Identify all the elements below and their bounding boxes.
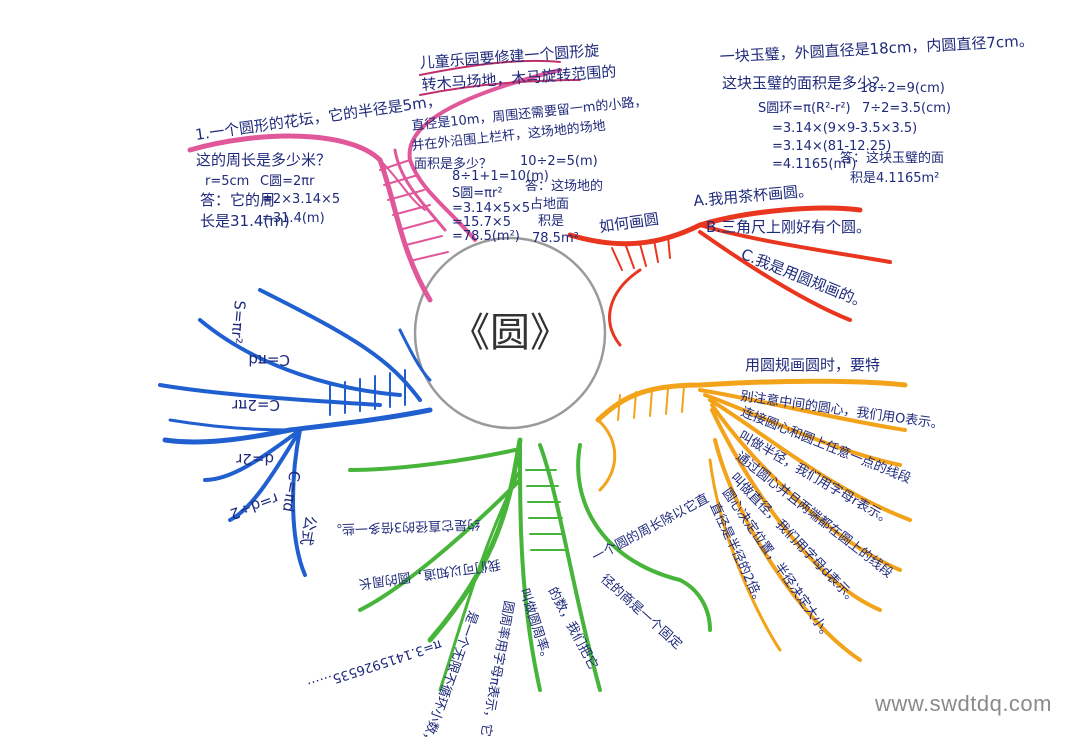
pink-text: 8÷1+1=10(m) <box>452 169 549 184</box>
red-text: B.三角尺上刚好有个圆。 <box>706 218 871 236</box>
center-title: 《圆》 <box>450 310 570 356</box>
pink-text: C圆=2πr <box>260 174 315 189</box>
pink-text: 面积是多少？ <box>414 156 492 172</box>
pink-text: =3.14×5×5 <box>452 201 530 216</box>
blue-branch-texts: S=πr² C=πd C=2πr d=2r r=d÷2 C=πd 公式 <box>227 300 320 547</box>
orange-text: 用圆规画圆时，要特 <box>745 356 880 374</box>
green-text: 径的商是一个固定 <box>597 571 685 652</box>
red-text: 一块玉璧，外圆直径是18cm，内圆直径7cm。 <box>719 32 1034 66</box>
green-text: 圆周率用字母π表示，它 <box>477 599 517 738</box>
green-text: 一个圆的周长除以它直 <box>589 490 711 565</box>
pink-text: =31.4(m) <box>262 211 325 226</box>
pink-text: 答：它的周 <box>200 191 275 209</box>
blue-branch <box>158 288 433 577</box>
pink-text: 这的周长是多少米？ <box>196 151 331 169</box>
green-text: 是一个无限不循环小数， <box>417 609 480 747</box>
orange-branch-texts: 用圆规画圆时，要特 别注意中间的圆心，我们用O表示。 连接圆心和圆上任意一点的线… <box>706 356 945 643</box>
pink-text: =2×3.14×5 <box>262 192 340 207</box>
blue-text: C=2πr <box>231 396 280 414</box>
pink-branch <box>187 59 581 303</box>
blue-text: r=d÷2 <box>227 489 280 523</box>
pink-text: 10÷2=5(m) <box>520 154 598 169</box>
blue-text: d=2r <box>235 450 274 468</box>
pink-text: S圆=πr² <box>452 186 503 201</box>
green-text: π=3.1415926535…… <box>306 636 444 693</box>
pink-text: r=5cm <box>205 174 249 189</box>
red-text: 18÷2=9(cm) <box>860 81 945 96</box>
red-text: S圆环=π(R²-r²) <box>758 101 851 116</box>
red-text: =4.1165(m²) <box>772 157 856 172</box>
red-text: 答：这块玉璧的面 <box>840 150 944 166</box>
green-branch-texts: 一个圆的周长除以它直 径的商是一个固定 的数，我们把它 叫做圆周率。 圆周率用字… <box>306 490 712 747</box>
blue-text: C=πd <box>279 469 304 513</box>
red-text: 7÷2=3.5(cm) <box>862 101 951 116</box>
pink-text: 78.5m² <box>532 231 579 246</box>
pink-text: =15.7×5 <box>452 215 511 230</box>
red-text: 如何画圆 <box>598 210 660 236</box>
red-branch <box>567 205 892 347</box>
green-branch <box>348 437 712 692</box>
red-text: 这块玉璧的面积是多少？ <box>722 74 887 92</box>
red-branch-texts: 一块玉璧，外圆直径是18cm，内圆直径7cm。 这块玉璧的面积是多少？ 18÷2… <box>598 32 1034 313</box>
pink-text: 积是 <box>538 214 564 229</box>
blue-text: C=πd <box>248 351 290 369</box>
red-text: 积是4.1165m² <box>850 171 939 186</box>
pink-text: 答：这场地的 <box>525 178 603 194</box>
pink-text: 占地面 <box>530 197 569 212</box>
red-text: A.我用茶杯画圆。 <box>693 182 814 210</box>
blue-text: S=πr² <box>227 300 249 345</box>
center-circle <box>413 236 607 430</box>
watermark: www.swdtdq.com <box>875 691 1052 716</box>
red-text: =3.14×(81-12.25) <box>772 139 891 154</box>
orange-branch <box>595 378 912 662</box>
blue-text: 公式 <box>297 514 320 547</box>
green-text: 约是它直径的3倍多一些。 <box>329 516 481 537</box>
pink-branch-texts: 1.一个圆形的花坛，它的半径是5m， 这的周长是多少米？ r=5cm C圆=2π… <box>194 41 648 246</box>
red-text: =3.14×(9×9-3.5×3.5) <box>772 121 917 136</box>
pink-text: =78.5(m²) <box>452 229 520 244</box>
pink-text: 长是31.4(m) <box>200 212 290 230</box>
